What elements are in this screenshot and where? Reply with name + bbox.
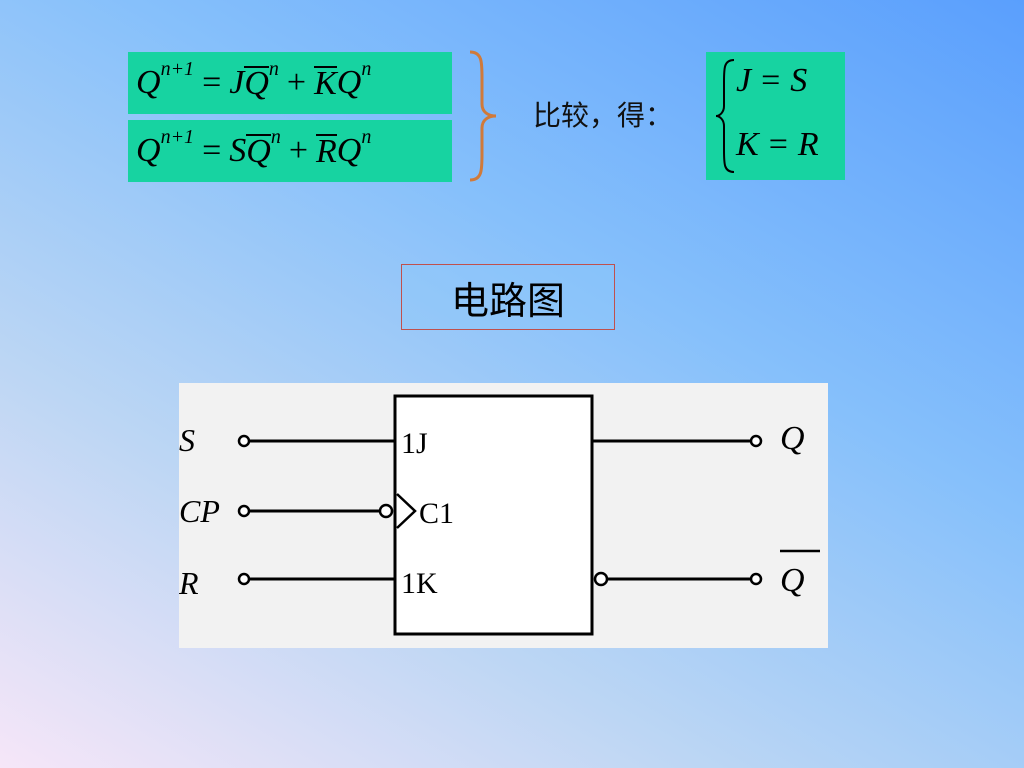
eq-term: Q xyxy=(136,64,161,101)
terminal-r xyxy=(237,572,251,586)
input-label-r: R xyxy=(179,565,199,601)
eq-superscript: n+1 xyxy=(160,125,195,148)
result-operator: = xyxy=(768,126,788,163)
eq-term: Q xyxy=(136,132,161,169)
eq-term: S xyxy=(229,132,247,169)
eq-term-bar: Q xyxy=(246,133,271,170)
eq-operator: = xyxy=(202,132,222,169)
compare-text: 比较，得： xyxy=(533,99,674,132)
eq-term: J xyxy=(229,64,245,101)
terminal-qbar xyxy=(749,572,763,586)
input-label-s: S xyxy=(179,422,195,458)
eq-superscript: n xyxy=(268,57,279,80)
left-brace-icon xyxy=(715,59,735,173)
clock-triangle-icon xyxy=(396,493,417,529)
result-term: S xyxy=(790,62,808,99)
flip-flop-block xyxy=(393,394,594,636)
eq-term-bar: K xyxy=(314,65,337,102)
eq-superscript: n+1 xyxy=(160,57,195,80)
eq-superscript: n xyxy=(361,57,372,80)
result-system: J=S K=R xyxy=(706,52,845,180)
pin-label-k: 1K xyxy=(401,567,438,600)
output-inversion-bubble xyxy=(593,571,609,587)
clock-inversion-bubble xyxy=(378,503,394,519)
result-term: K xyxy=(736,126,759,163)
eq-term: Q xyxy=(336,64,362,101)
eq-operator: + xyxy=(288,132,308,169)
result-line-1: J=S xyxy=(736,62,807,100)
circuit-diagram: S CP R 1J C1 1K Q Q xyxy=(179,394,820,636)
eq-superscript: n xyxy=(361,125,372,148)
eq-term-bar: R xyxy=(316,133,337,170)
eq-term-bar: Q xyxy=(244,65,269,102)
terminal-s xyxy=(237,434,251,448)
result-term: J xyxy=(736,62,752,99)
result-line-2: K=R xyxy=(736,126,819,164)
output-label-qbar: Q xyxy=(780,562,805,599)
result-operator: = xyxy=(761,62,781,99)
pin-label-j: 1J xyxy=(401,427,428,460)
output-label-q: Q xyxy=(780,420,805,457)
eq-operator: + xyxy=(286,64,307,101)
terminal-cp xyxy=(237,504,251,518)
input-label-cp: CP xyxy=(179,493,220,529)
eq-operator: = xyxy=(202,64,222,101)
eq-term: Q xyxy=(336,132,362,169)
result-term: R xyxy=(797,126,819,163)
eq-superscript: n xyxy=(270,125,281,148)
section-title: 电路图 xyxy=(401,264,615,330)
circuit-panel: S CP R 1J C1 1K Q Q xyxy=(179,383,828,648)
terminal-q xyxy=(749,434,763,448)
pin-label-c: C1 xyxy=(419,497,454,530)
right-brace-icon xyxy=(469,50,497,182)
section-title-text: 电路图 xyxy=(450,278,565,323)
